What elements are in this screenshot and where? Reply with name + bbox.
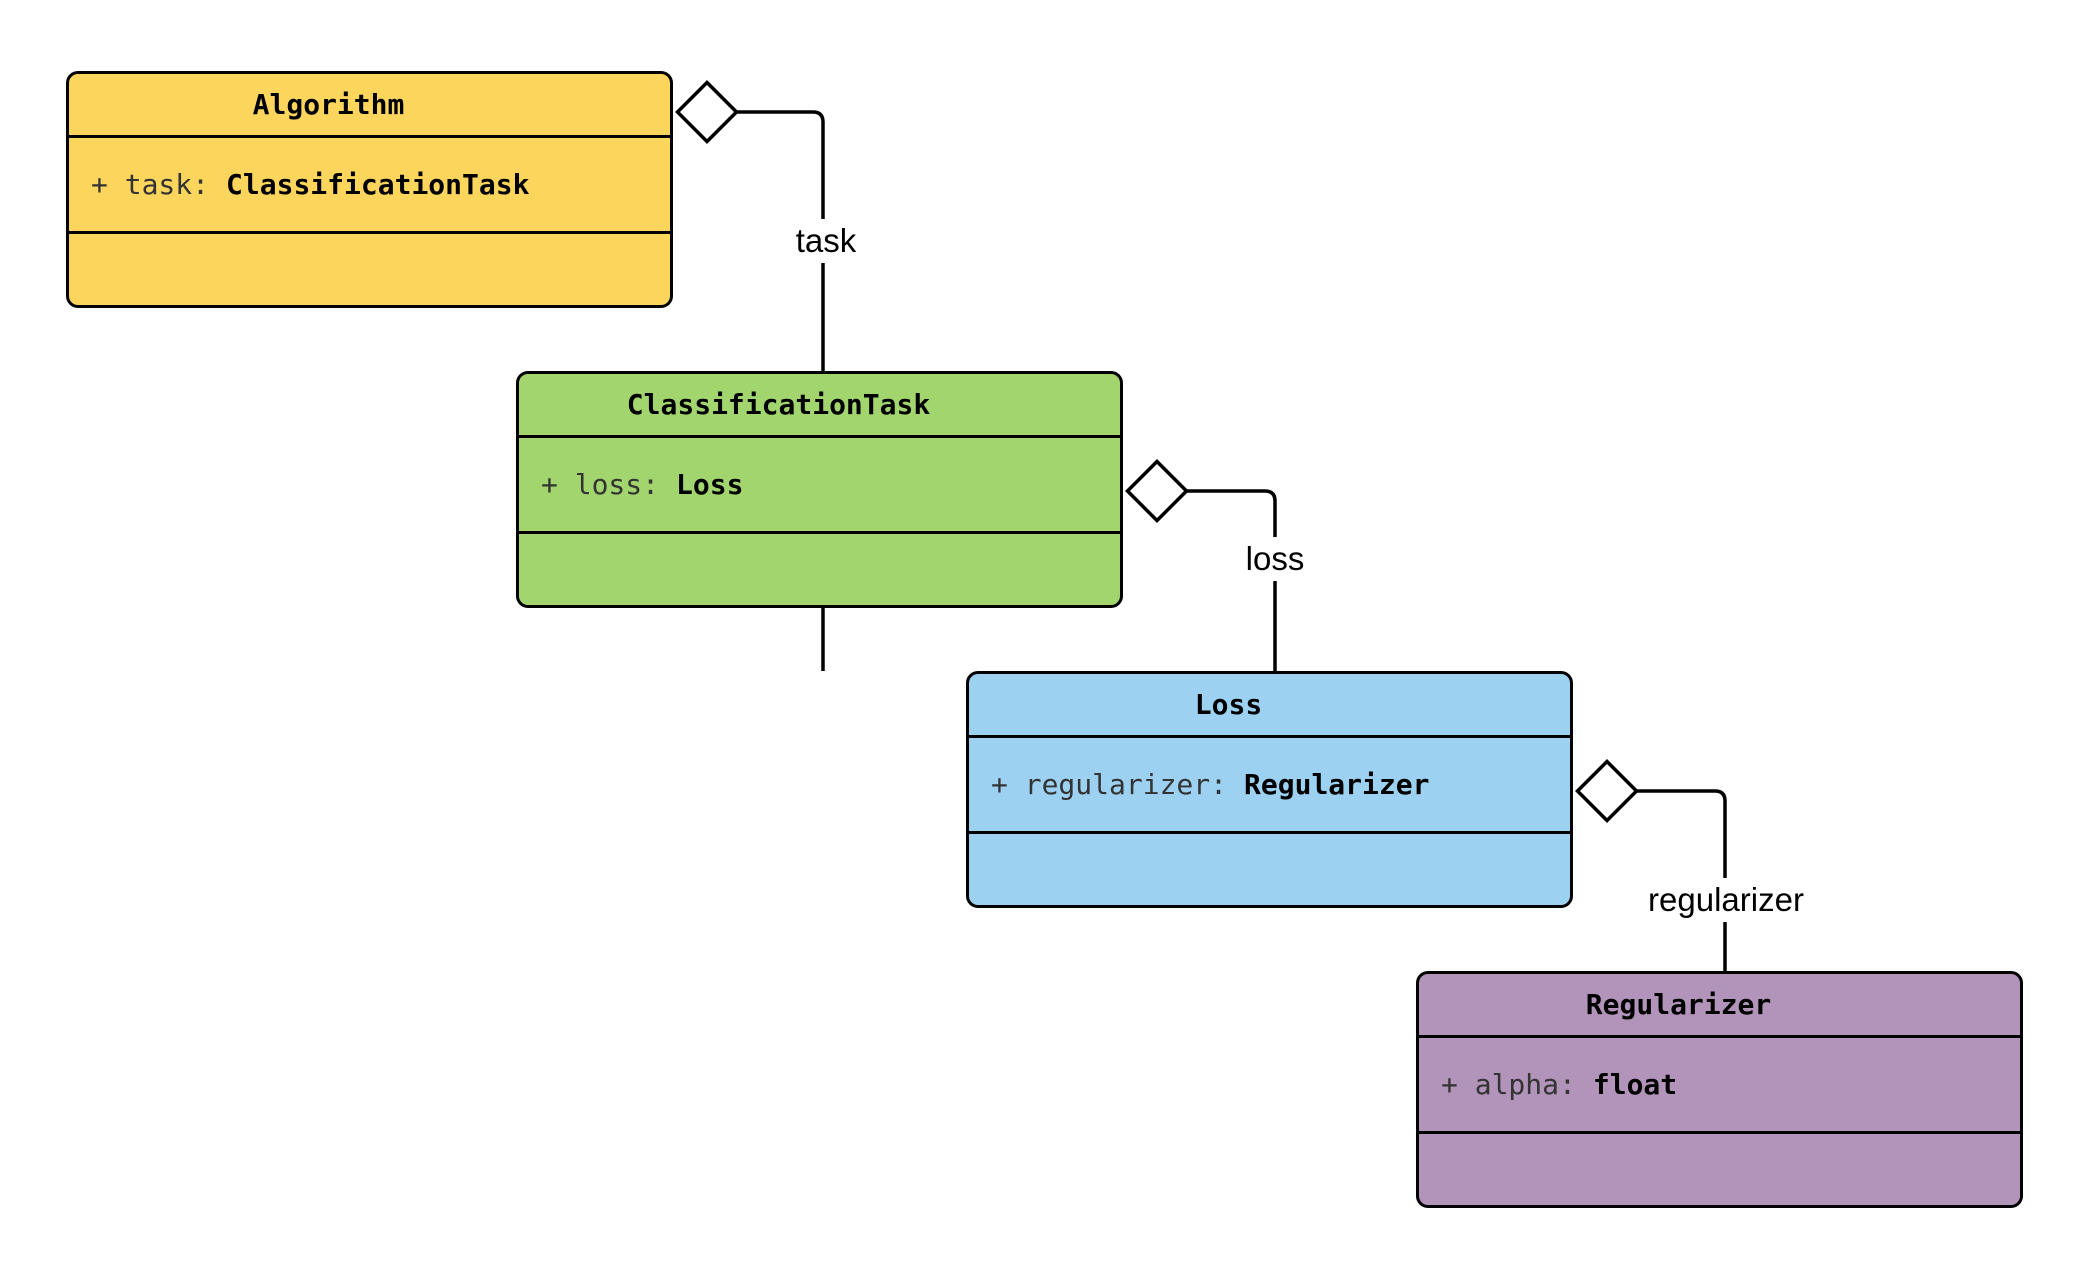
class-box-classificationtask: ClassificationTask + loss: Loss bbox=[516, 371, 1123, 608]
attribute-type: float bbox=[1592, 1068, 1678, 1101]
class-methods-empty bbox=[519, 534, 1120, 605]
attribute-type: ClassificationTask bbox=[226, 168, 530, 201]
relation-label-regularizer: regularizer bbox=[1642, 878, 1810, 922]
aggregation-diamond-icon bbox=[1575, 759, 1639, 823]
relation-label-loss: loss bbox=[1239, 537, 1311, 581]
attribute-label: + alpha: bbox=[1441, 1068, 1576, 1101]
class-attributes-row: + loss: Loss bbox=[519, 438, 1120, 534]
class-attributes-row: + regularizer: Regularizer bbox=[969, 738, 1570, 834]
class-methods-empty bbox=[1419, 1134, 2020, 1205]
class-title: ClassificationTask bbox=[519, 374, 1120, 438]
relation-regularizer-edge bbox=[1575, 759, 1727, 971]
attribute-label: + task: bbox=[91, 168, 210, 201]
class-methods-empty bbox=[969, 834, 1570, 905]
class-title: Algorithm bbox=[69, 74, 670, 138]
class-box-algorithm: Algorithm + task: ClassificationTask bbox=[66, 71, 673, 308]
class-title: Regularizer bbox=[1419, 974, 2020, 1038]
attribute-type: Regularizer bbox=[1244, 768, 1430, 801]
attribute-label: + loss: bbox=[541, 468, 660, 501]
relation-task-line bbox=[736, 110, 825, 671]
class-box-loss: Loss + regularizer: Regularizer bbox=[966, 671, 1573, 908]
attribute-type: Loss bbox=[676, 468, 744, 501]
class-title: Loss bbox=[969, 674, 1570, 738]
relation-loss-edge bbox=[1125, 459, 1277, 671]
class-methods-empty bbox=[69, 234, 670, 305]
class-attributes-row: + alpha: float bbox=[1419, 1038, 2020, 1134]
class-box-regularizer: Regularizer + alpha: float bbox=[1416, 971, 2023, 1208]
attribute-label: + regularizer: bbox=[991, 768, 1228, 801]
aggregation-diamond-icon bbox=[675, 80, 739, 144]
aggregation-diamond-icon bbox=[1125, 459, 1189, 523]
relation-regularizer-line bbox=[1636, 789, 1727, 971]
relation-label-task: task bbox=[789, 219, 863, 263]
class-attributes-row: + task: ClassificationTask bbox=[69, 138, 670, 234]
relation-loss-line bbox=[1186, 489, 1277, 671]
relation-task-edge bbox=[675, 80, 825, 671]
